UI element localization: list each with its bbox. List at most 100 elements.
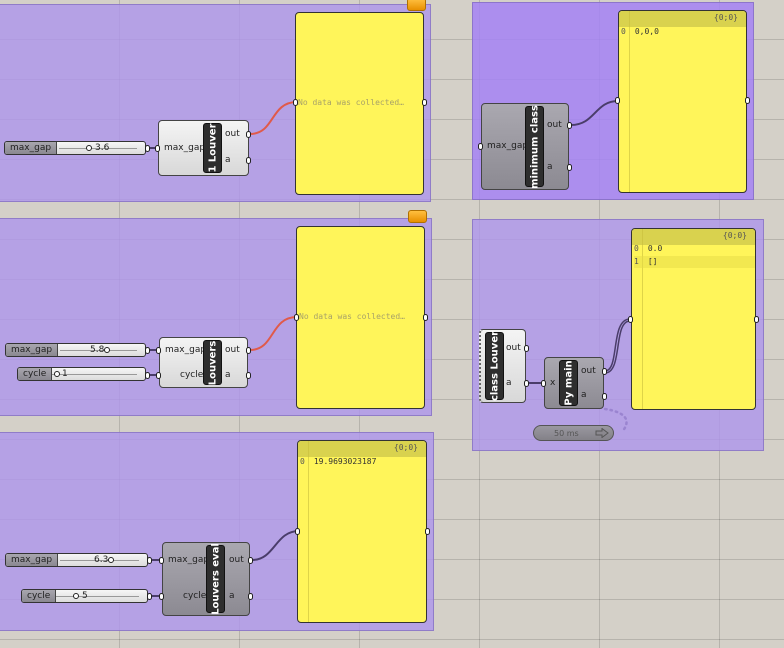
warning-balloon-icon[interactable] <box>407 0 426 11</box>
output-port-out[interactable] <box>524 345 529 352</box>
input-label-max-gap: max_gap <box>168 555 210 565</box>
panel-louvers[interactable]: No data was collected… <box>296 226 425 409</box>
component-minimum-class[interactable]: max_gap minimum class out a <box>481 103 569 190</box>
slider-max-gap[interactable]: max_gap 6.3 <box>5 553 148 567</box>
row-value: 0.0 <box>647 244 663 253</box>
component-class-louver[interactable]: class Louver out a <box>479 329 526 403</box>
input-port-max-gap[interactable] <box>155 145 160 152</box>
panel-row: 0 0.0 <box>634 243 755 255</box>
output-port-out[interactable] <box>248 557 253 564</box>
input-port-max-gap[interactable] <box>156 347 161 354</box>
input-label-cycle: cycle <box>183 591 207 601</box>
slider-knob[interactable] <box>108 557 114 563</box>
panel-minimum-class[interactable]: {0;0} 0 0,0,0 <box>618 10 747 193</box>
slider-track[interactable] <box>60 560 139 561</box>
component-louvers[interactable]: max_gap cycle Louvers out a <box>159 337 248 388</box>
input-port-max-gap[interactable] <box>159 557 164 564</box>
slider-value: 6.3 <box>94 555 109 565</box>
output-label-out: out <box>581 366 596 376</box>
panel-input-port[interactable] <box>294 314 299 321</box>
output-port-out[interactable] <box>246 347 251 354</box>
output-label-a: a <box>581 390 587 400</box>
row-value: 0,0,0 <box>634 27 659 36</box>
slider-value: 5 <box>82 591 88 601</box>
panel-input-port[interactable] <box>295 528 300 535</box>
panel-input-port[interactable] <box>628 316 633 323</box>
slider-knob[interactable] <box>86 145 92 151</box>
input-label-max-gap: max_gap <box>164 143 206 153</box>
output-port-out[interactable] <box>246 131 251 138</box>
slider-max-gap[interactable]: max_gap 3.6 <box>4 141 146 155</box>
component-nickname: 1 Louver <box>203 123 222 173</box>
component-py-main[interactable]: x Py main out a <box>544 357 604 409</box>
warning-balloon-icon[interactable] <box>408 210 427 223</box>
output-port-a[interactable] <box>602 393 607 400</box>
input-port-cycle[interactable] <box>159 593 164 600</box>
slider-knob[interactable] <box>54 371 60 377</box>
slider-track[interactable] <box>59 148 137 149</box>
slider-output-port[interactable] <box>145 372 150 379</box>
panel-gutter <box>629 11 630 192</box>
panel-row: 0 19.9693023187 <box>300 456 426 468</box>
slider-name: cycle <box>22 590 57 602</box>
slider-output-port[interactable] <box>145 347 150 354</box>
slider-track[interactable] <box>56 596 139 597</box>
slider-output-port[interactable] <box>147 557 152 564</box>
panel-py-main[interactable]: {0;0} 0 0.0 1 [] <box>631 228 756 410</box>
output-port-a[interactable] <box>246 157 251 164</box>
timer-component[interactable]: 50 ms <box>533 425 614 441</box>
panel-input-port[interactable] <box>293 99 298 106</box>
component-nickname: Py main <box>559 360 578 406</box>
output-port-a[interactable] <box>524 380 529 387</box>
slider-track[interactable] <box>52 374 137 375</box>
panel-louvers-eval[interactable]: {0;0} 0 19.9693023187 <box>297 440 427 623</box>
slider-knob[interactable] <box>73 593 79 599</box>
input-port-max-gap[interactable] <box>478 143 483 150</box>
output-port-out[interactable] <box>567 122 572 129</box>
slider-value: 3.6 <box>95 143 110 153</box>
input-port-x[interactable] <box>541 380 546 387</box>
input-port-cycle[interactable] <box>156 372 161 379</box>
component-louvers-eval[interactable]: max_gap cycle Louvers eval out a <box>162 542 250 616</box>
timer-interval: 50 ms <box>554 429 579 438</box>
output-port-out[interactable] <box>602 368 607 375</box>
output-port-a[interactable] <box>246 372 251 379</box>
output-port-a[interactable] <box>248 593 253 600</box>
slider-cycle[interactable]: cycle 5 <box>21 589 148 603</box>
panel-path-header: {0;0} <box>619 11 746 27</box>
panel-output-port[interactable] <box>754 316 759 323</box>
component-1-louver[interactable]: max_gap 1 Louver out a <box>158 120 249 176</box>
slider-value: 5.8 <box>90 345 105 355</box>
slider-name: max_gap <box>6 554 59 566</box>
panel-output-port[interactable] <box>422 99 427 106</box>
output-label-a: a <box>547 162 553 172</box>
output-label-out: out <box>225 345 240 355</box>
output-label-a: a <box>229 591 235 601</box>
input-label-max-gap: max_gap <box>165 345 207 355</box>
component-nickname: minimum class <box>525 105 544 188</box>
nickname-text: Louvers <box>207 340 218 385</box>
component-nickname: Louvers eval <box>206 543 225 615</box>
nickname-text: class Louver <box>489 330 500 402</box>
slider-output-port[interactable] <box>145 145 150 152</box>
slider-name: max_gap <box>5 142 58 154</box>
slider-knob[interactable] <box>104 347 110 353</box>
slider-cycle[interactable]: cycle 1 <box>17 367 146 381</box>
panel-output-port[interactable] <box>425 528 430 535</box>
panel-empty-message: No data was collected… <box>298 98 404 107</box>
slider-output-port[interactable] <box>147 593 152 600</box>
output-label-a: a <box>506 378 512 388</box>
input-label-cycle: cycle <box>180 370 204 380</box>
output-label-a: a <box>225 155 231 165</box>
output-port-a[interactable] <box>567 164 572 171</box>
slider-track[interactable] <box>60 350 137 351</box>
slider-max-gap[interactable]: max_gap 5.8 <box>5 343 146 357</box>
component-nickname: Louvers <box>203 340 222 385</box>
panel-output-port[interactable] <box>745 97 750 104</box>
panel-empty-message: No data was collected… <box>299 312 405 321</box>
panel-input-port[interactable] <box>615 97 620 104</box>
slider-name: cycle <box>18 368 53 380</box>
panel-1-louver[interactable]: No data was collected… <box>295 12 424 195</box>
panel-output-port[interactable] <box>423 314 428 321</box>
